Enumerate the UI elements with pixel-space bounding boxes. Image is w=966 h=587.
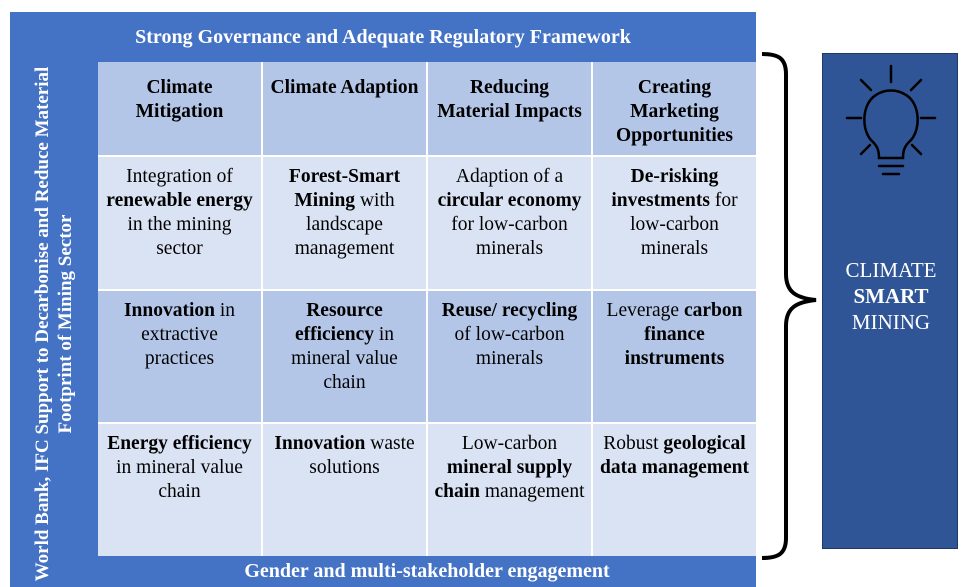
bold-text: renewable energy — [106, 190, 253, 211]
cell-r1-c2: Forest-Smart Mining with landscape manag… — [263, 157, 426, 289]
label-line-3: MINING — [851, 310, 931, 334]
bold-text: Forest-Smart Mining — [288, 166, 401, 211]
bold-text: geological data management — [600, 433, 749, 479]
header-creating-marketing-opportunities: Creating Marketing Opportunities — [593, 62, 756, 155]
climate-smart-mining-label: CLIMATE SMART MINING — [823, 257, 959, 335]
cell-text: De-risking investments for low-carbon mi… — [599, 165, 750, 261]
governance-band: Strong Governance and Adequate Regulator… — [10, 12, 756, 62]
cell-text: Reuse/ recycling of low-carbon minerals — [434, 299, 585, 371]
plain-text: in extractive practices — [141, 299, 236, 369]
bold-text: carbon finance instruments — [624, 299, 743, 369]
cell-r2-c3: Reuse/ recycling of low-carbon minerals — [428, 290, 591, 423]
cell-text: Innovation waste solutions — [269, 432, 420, 480]
bold-text: circular economy — [437, 190, 582, 211]
plain-text: Robust — [603, 433, 664, 455]
cell-r1-c4: De-risking investments for low-carbon mi… — [593, 157, 756, 289]
plain-text: in mineral value chain — [116, 457, 243, 503]
cell-r3-c2: Innovation waste solutions — [263, 424, 426, 556]
plain-text: Low-carbon — [461, 433, 558, 455]
gender-engagement-band: Gender and multi-stakeholder engagement — [98, 556, 756, 587]
world-bank-band — [10, 62, 98, 587]
cell-text: Leverage carbon finance instruments — [599, 299, 750, 371]
cell-r2-c1: Innovation in extractive practices — [98, 290, 261, 423]
bold-text: De-risking investments — [611, 166, 719, 211]
climate-smart-mining-box: CLIMATE SMART MINING — [822, 53, 958, 549]
cell-r3-c4: Robust geological data management — [593, 424, 756, 556]
header-climate-mitigation: Climate Mitigation — [98, 62, 261, 155]
plain-text: in mineral value chain — [291, 323, 398, 393]
cell-text: Robust geological data management — [599, 432, 750, 480]
cell-r2-c2: Resource efficiency in mineral value cha… — [263, 290, 426, 423]
cell-text: Low-carbon mineral supply chain manageme… — [434, 432, 585, 504]
header-climate-adaption: Climate Adaption — [263, 62, 426, 155]
cell-r1-c3: Adaption of a circular economy for low-c… — [428, 157, 591, 289]
bold-text: Innovation — [274, 433, 366, 455]
cell-text: Integration of renewable energy in the m… — [104, 165, 255, 261]
plain-text: for low-carbon minerals — [630, 190, 738, 259]
cell-text: Innovation in extractive practices — [104, 299, 255, 371]
curly-brace — [761, 52, 817, 560]
cell-text: Adaption of a circular economy for low-c… — [434, 165, 585, 261]
cell-text: Forest-Smart Mining with landscape manag… — [269, 165, 420, 261]
plain-text: waste solutions — [309, 433, 415, 479]
bold-text: mineral supply chain — [434, 457, 573, 503]
cell-r3-c3: Low-carbon mineral supply chain manageme… — [428, 424, 591, 556]
cell-r2-c4: Leverage carbon finance instruments — [593, 290, 756, 423]
plain-text: in the mining sector — [127, 214, 232, 259]
plain-text: Leverage — [606, 299, 684, 321]
plain-text: management — [480, 481, 585, 503]
plain-text: Integration of — [126, 166, 233, 187]
bold-text: Reuse/ recycling — [441, 299, 578, 321]
header-reducing-material-impacts: Reducing Material Impacts — [428, 62, 591, 155]
pillars-grid: Climate Mitigation Climate Adaption Redu… — [98, 62, 756, 556]
cell-r1-c1: Integration of renewable energy in the m… — [98, 157, 261, 289]
world-bank-band-label: World Bank, IFC Support to Decarbonise a… — [32, 66, 76, 582]
plain-text: of low-carbon minerals — [454, 323, 565, 369]
plain-text: with landscape management — [294, 190, 395, 259]
plain-text: for low-carbon minerals — [451, 214, 568, 259]
bold-text: Resource efficiency — [294, 299, 383, 345]
plain-text: Adaption of a — [455, 166, 564, 187]
cell-text: Energy efficiency in mineral value chain — [104, 432, 255, 504]
cell-r3-c1: Energy efficiency in mineral value chain — [98, 424, 261, 556]
lightbulb-icon — [845, 64, 937, 176]
cell-text: Resource efficiency in mineral value cha… — [269, 299, 420, 395]
label-line-2: SMART — [853, 284, 929, 308]
bold-text: Energy efficiency — [107, 433, 252, 455]
label-line-1: CLIMATE — [845, 258, 937, 282]
bold-text: Innovation — [123, 299, 215, 321]
